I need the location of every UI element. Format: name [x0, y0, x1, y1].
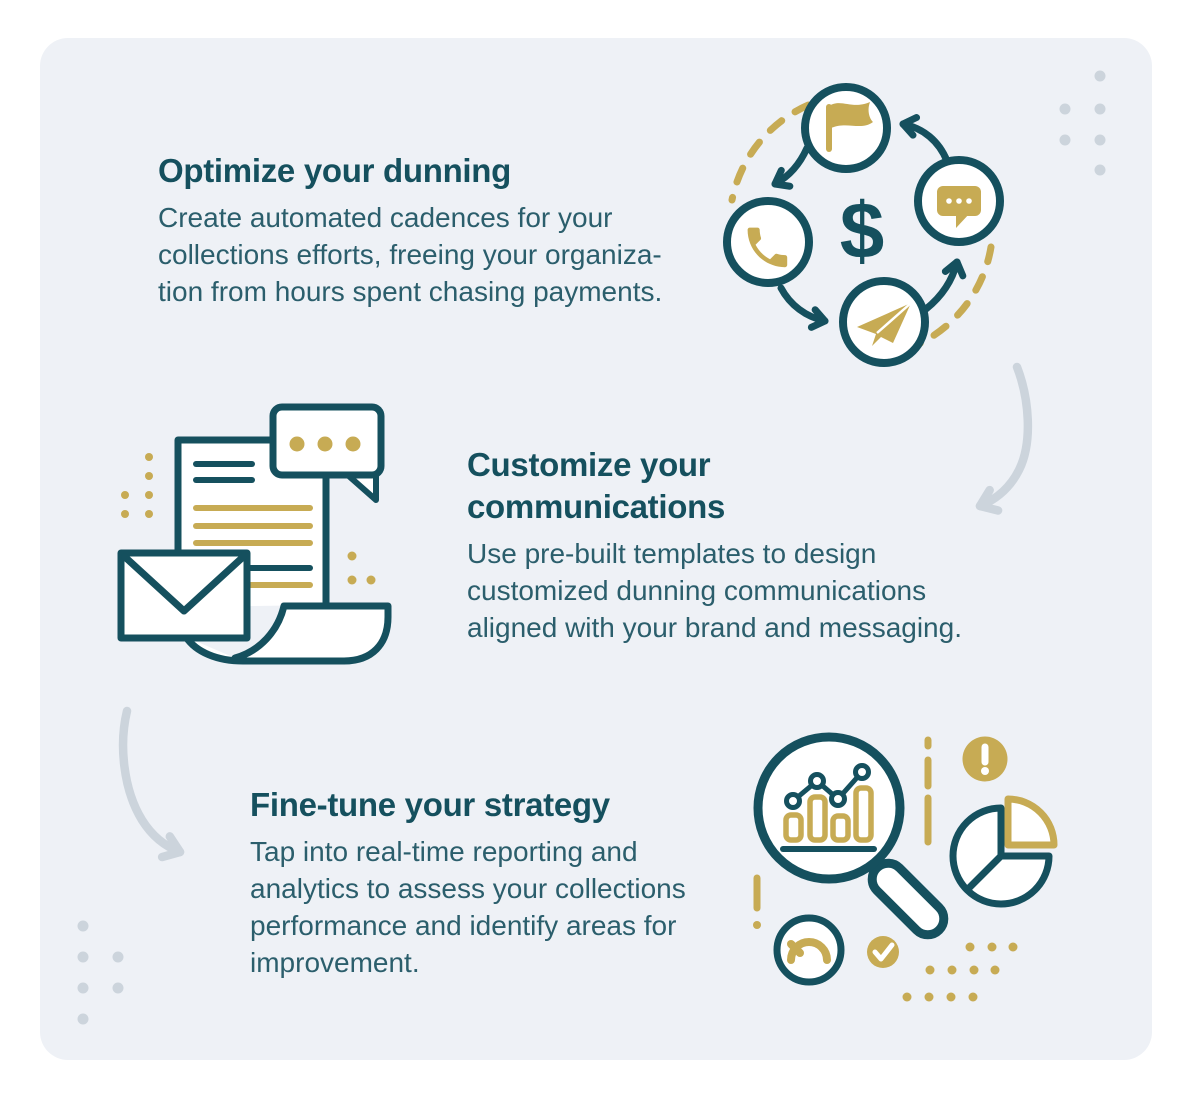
gray-dots-bottom-left: [77, 920, 124, 1025]
line-graph-icon: [784, 763, 871, 810]
phone-circle: [723, 197, 813, 287]
section-optimize-dunning: Optimize your dunning Create automated c…: [158, 150, 662, 310]
section-3-body-line: improvement.: [250, 947, 420, 978]
cycle-arrow-plane-to-chat: [922, 258, 967, 313]
gold-dash-dot-left: [753, 921, 761, 929]
section-3-body: Tap into real-time reporting and analyti…: [250, 833, 686, 981]
section-customize-communications: Customize your communications Use pre-bu…: [467, 444, 962, 646]
section-2-heading: Customize your communications: [467, 444, 962, 528]
dashed-arc-top-left: [728, 92, 842, 204]
section-1-body-line: tion from hours spent chasing payments.: [158, 276, 663, 307]
gray-dots-top-right: [1059, 70, 1106, 176]
page-curl-outline: [182, 602, 392, 665]
check-icon: [867, 936, 899, 968]
section-2-body: Use pre-built templates to design custom…: [467, 535, 962, 646]
section-1-body-line: Create automated cadences for your: [158, 202, 613, 233]
cycle-arrow-chat-to-flag: [899, 114, 951, 165]
dollar-symbol: $: [840, 186, 885, 275]
flag-icon: [826, 102, 873, 152]
cycle-arrow-phone-to-plane: [777, 284, 829, 331]
flag-circle: [801, 83, 891, 173]
phone-icon: [747, 227, 788, 268]
section-1-heading: Optimize your dunning: [158, 152, 512, 189]
section-1-body-line: collections efforts, freeing your organi…: [158, 239, 662, 270]
section-3-body-line: analytics to assess your collections: [250, 873, 686, 904]
section-1-body: Create automated cadences for your colle…: [158, 199, 662, 310]
envelope-icon: [117, 549, 251, 642]
section-2-body-line: Use pre-built templates to design: [467, 538, 877, 569]
curved-arrow-down-left: [975, 362, 1033, 515]
section-2-body-line: customized dunning communications: [467, 575, 927, 606]
alert-icon: [962, 736, 1008, 782]
paper-plane-icon: [857, 302, 912, 346]
curved-arrow-down-right: [118, 706, 185, 862]
cycle-arrow-flag-to-phone: [771, 144, 811, 190]
speech-bubble-icon: [269, 403, 385, 503]
section-2-heading-line: Customize your: [467, 446, 711, 483]
pie-chart-icon: [949, 795, 1058, 908]
gold-dot-cluster-right: [347, 551, 376, 585]
section-2-body-line: aligned with your brand and messaging.: [467, 612, 962, 643]
section-2-heading-line: communications: [467, 488, 726, 525]
page-curl-fill: [186, 606, 388, 661]
gold-dot-cluster-left: [121, 453, 153, 518]
analytics-illustration: [753, 732, 1058, 1002]
message-bubble-icon: [937, 186, 981, 228]
bar-chart-icon: [780, 785, 877, 852]
section-3-heading: Fine-tune your strategy: [250, 786, 610, 823]
section-3-body-line: performance and identify areas for: [250, 910, 677, 941]
dunning-cycle-illustration: $: [723, 83, 1004, 367]
section-fine-tune-strategy: Fine-tune your strategy Tap into real-ti…: [250, 784, 686, 981]
section-3-body-line: Tap into real-time reporting and: [250, 836, 638, 867]
communications-illustration: [117, 403, 392, 665]
gauge-icon: [773, 914, 845, 986]
gold-dot-grid-bottom-right: [902, 942, 1018, 1002]
